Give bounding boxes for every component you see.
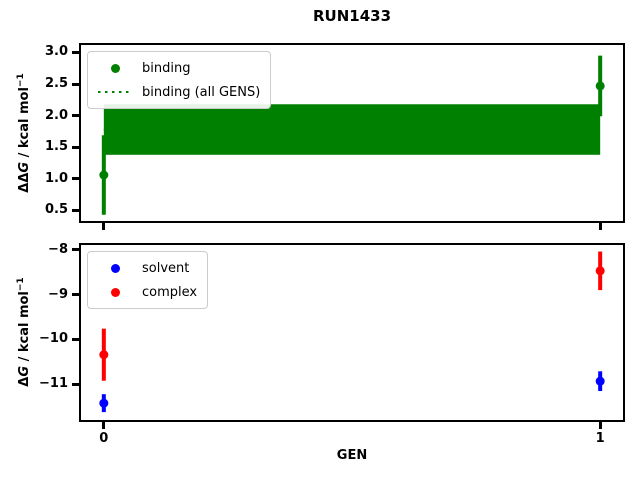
y-tick (72, 293, 79, 297)
y-tick (72, 82, 79, 86)
y-tick (72, 337, 79, 341)
dotted-line-sample (98, 91, 132, 93)
ylabel-symbol: G (17, 365, 33, 377)
y-tick-label: −9 (48, 286, 68, 302)
legend-label-complex: complex (142, 284, 198, 300)
x-tick-label: 0 (99, 431, 109, 446)
y-tick (72, 177, 79, 181)
complex-point (99, 350, 109, 360)
solvent-dot-icon (110, 263, 120, 273)
binding-point (99, 170, 109, 180)
y-tick (72, 382, 79, 386)
circle-marker-icon (96, 263, 134, 273)
y-tick (72, 145, 79, 149)
y-tick-label: −11 (39, 376, 68, 392)
components-plot-svg (99, 251, 605, 413)
y-tick (72, 50, 79, 54)
legend-bottom: solvent complex (87, 251, 209, 309)
binding-dot-icon (110, 63, 120, 73)
complex-point (595, 266, 605, 276)
y-tick-label: 0.5 (44, 202, 68, 218)
legend-item-binding: binding (96, 57, 260, 79)
bottom-subplot: solvent complex (79, 243, 625, 422)
complex-dot-icon (110, 287, 120, 297)
legend-item-solvent: solvent (96, 257, 197, 279)
legend-label-solvent: solvent (142, 260, 190, 276)
x-tick (102, 223, 106, 230)
y-tick (72, 114, 79, 118)
legend-item-binding-all-gens: binding (all GENS) (96, 81, 260, 103)
y-tick-label: 3.0 (44, 44, 68, 60)
x-tick (598, 223, 602, 230)
legend-item-complex: complex (96, 281, 197, 303)
y-tick-label: 1.0 (44, 170, 68, 186)
confidence-band (103, 104, 601, 155)
y-tick-label: 1.5 (44, 139, 68, 155)
dotted-line-icon (96, 91, 134, 93)
top-subplot: binding binding (all GENS) (79, 43, 625, 223)
y-tick-label: −10 (39, 331, 68, 347)
binding-plot-svg (99, 55, 605, 215)
circle-marker-icon (96, 63, 134, 73)
y-tick-label: 2.5 (44, 76, 68, 92)
x-tick-label: 1 (595, 431, 605, 446)
solvent-point (595, 376, 605, 386)
x-tick (598, 422, 602, 429)
y-tick (72, 208, 79, 212)
solvent-point (99, 398, 109, 408)
legend-label-binding-all-gens: binding (all GENS) (142, 84, 261, 100)
x-tick (102, 422, 106, 429)
figure-title: RUN1433 (312, 7, 392, 25)
binding-point (595, 81, 605, 91)
y-tick-label: −8 (48, 241, 68, 257)
legend-label-binding: binding (142, 60, 191, 76)
y-tick-label: 2.0 (44, 107, 68, 123)
x-axis-label: GEN (336, 448, 368, 463)
legend-top: binding binding (all GENS) (87, 51, 272, 109)
circle-marker-icon (96, 287, 134, 297)
y-tick (72, 248, 79, 252)
